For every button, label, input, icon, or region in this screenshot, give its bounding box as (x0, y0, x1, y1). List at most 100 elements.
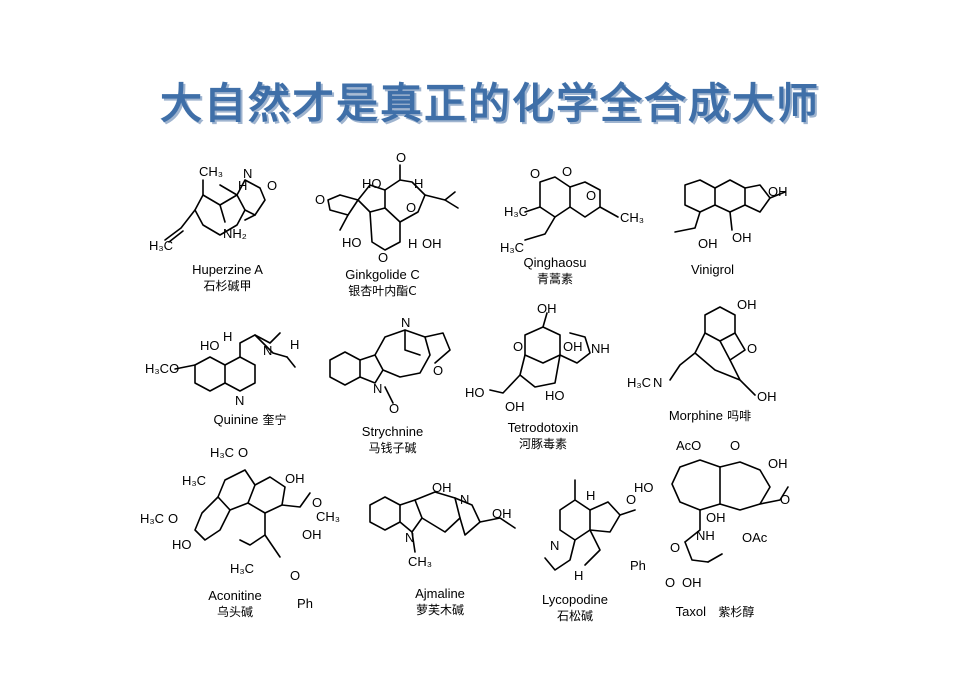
svg-text:OH: OH (422, 236, 442, 251)
svg-text:HO: HO (545, 388, 565, 403)
svg-text:H: H (223, 329, 232, 344)
structure-aconitine: H₃C O H₃C H₃C O OH O CH₃ OH HO H₃C O (140, 445, 340, 585)
svg-text:H₃C: H₃C (140, 511, 164, 526)
compound-label: Ginkgolide C 银杏叶内酯C (345, 267, 420, 298)
svg-text:H: H (586, 488, 595, 503)
svg-text:AcO: AcO (676, 438, 701, 453)
svg-text:OH: OH (492, 506, 512, 521)
svg-text:N: N (373, 381, 382, 396)
svg-text:H: H (408, 236, 417, 251)
svg-text:NH: NH (696, 528, 715, 543)
svg-text:OH: OH (768, 184, 788, 199)
svg-text:H₃C: H₃C (230, 561, 254, 576)
svg-text:O: O (670, 540, 680, 555)
structure-quinine: HO H N H H₃CO N (145, 325, 305, 415)
svg-text:O: O (396, 150, 406, 165)
svg-text:O: O (238, 445, 248, 460)
svg-text:O: O (730, 438, 740, 453)
svg-text:H₃C: H₃C (500, 240, 524, 255)
structure-tetrodotoxin: OH O OH NH HO OH HO (465, 301, 625, 415)
svg-text:HO: HO (342, 235, 362, 250)
svg-text:OH: OH (737, 297, 757, 312)
svg-text:O: O (378, 250, 388, 265)
atom-label: H₃C (149, 238, 173, 253)
structure-ginkgolide-c: O HO H O O HO O H OH (300, 150, 470, 265)
svg-text:H₃C: H₃C (627, 375, 651, 390)
svg-text:OH: OH (682, 575, 702, 590)
atom-label: Ph (297, 596, 313, 611)
svg-text:HO: HO (200, 338, 220, 353)
svg-text:Ph: Ph (630, 558, 646, 573)
compound-label: Qinghaosu 青蒿素 (523, 255, 587, 286)
svg-text:H₃CO: H₃CO (145, 361, 179, 376)
structure-vinigrol: OH OH OH (660, 170, 800, 255)
compound-label: Strychnine 马钱子碱 (361, 424, 424, 455)
structure-ajmaline: OH N OH N CH₃ (360, 480, 540, 580)
svg-text:O: O (513, 339, 523, 354)
svg-text:H₃C: H₃C (210, 445, 234, 460)
svg-text:OH: OH (706, 510, 726, 525)
compound-label: Huperzine A 石杉碱甲 (192, 262, 263, 293)
svg-text:O: O (780, 492, 790, 507)
svg-text:O: O (562, 164, 572, 179)
structure-lycopodine: H O N H (530, 470, 640, 585)
compound-label: Aconitine 乌头碱 (208, 588, 262, 619)
compound-label: Vinigrol (690, 262, 735, 277)
compound-label: Lycopodine 石松碱 (541, 592, 608, 623)
compound-label: Taxol 紫杉醇 (675, 604, 755, 619)
compound-label: Tetrodotoxin 河豚毒素 (507, 420, 579, 451)
svg-text:O: O (290, 568, 300, 583)
svg-text:O: O (267, 178, 277, 193)
svg-text:O: O (665, 575, 675, 590)
svg-text:HO: HO (465, 385, 485, 400)
svg-text:O: O (626, 492, 636, 507)
svg-text:NH: NH (591, 341, 610, 356)
svg-text:N: N (550, 538, 559, 553)
svg-text:CH₃: CH₃ (408, 554, 432, 569)
svg-text:OH: OH (563, 339, 583, 354)
svg-text:N: N (405, 530, 414, 545)
atom-label: NH₂ (223, 226, 247, 241)
svg-text:N: N (460, 492, 469, 507)
svg-text:H: H (574, 568, 583, 583)
atom-label: CH₃ (199, 164, 223, 179)
svg-text:O: O (530, 166, 540, 181)
svg-text:N: N (263, 343, 272, 358)
svg-text:OH: OH (698, 236, 718, 251)
structure-huperzine-a: CH₃ H N O NH₂ H₃C (145, 160, 295, 260)
svg-text:OH: OH (768, 456, 788, 471)
svg-text:OAc: OAc (742, 530, 768, 545)
svg-text:H₃C: H₃C (182, 473, 206, 488)
svg-text:O: O (433, 363, 443, 378)
structure-strychnine: N O N O (325, 315, 465, 416)
page-title: 大自然才是真正的化学全合成大师 (159, 79, 820, 128)
svg-text:OH: OH (302, 527, 322, 542)
structure-qinghaosu: O O O H₃C CH₃ H₃C (490, 162, 650, 257)
svg-text:OH: OH (732, 230, 752, 245)
svg-text:OH: OH (285, 471, 305, 486)
compound-label: Quinine 奎宁 (213, 412, 287, 427)
svg-text:H: H (414, 176, 423, 191)
svg-text:H₃C: H₃C (504, 204, 528, 219)
svg-text:OH: OH (432, 480, 452, 495)
svg-text:O: O (315, 192, 325, 207)
svg-text:N: N (653, 375, 662, 390)
svg-text:O: O (586, 188, 596, 203)
svg-text:H: H (290, 337, 299, 352)
svg-text:O: O (389, 401, 399, 416)
svg-text:CH₃: CH₃ (620, 210, 644, 225)
compound-label: Morphine 吗啡 (668, 408, 752, 423)
svg-text:N: N (243, 166, 252, 181)
svg-text:O: O (168, 511, 178, 526)
svg-text:CH₃: CH₃ (316, 509, 340, 524)
svg-text:HO: HO (172, 537, 192, 552)
svg-text:HO: HO (634, 480, 654, 495)
atom-label: H (238, 178, 247, 193)
structure-taxol: AcO O OH HO OH O OAc O NH Ph O OH (630, 432, 810, 597)
svg-text:O: O (312, 495, 322, 510)
svg-text:O: O (406, 200, 416, 215)
svg-text:N: N (401, 315, 410, 330)
svg-text:OH: OH (505, 399, 525, 414)
svg-text:OH: OH (537, 301, 557, 316)
svg-text:HO: HO (362, 176, 382, 191)
